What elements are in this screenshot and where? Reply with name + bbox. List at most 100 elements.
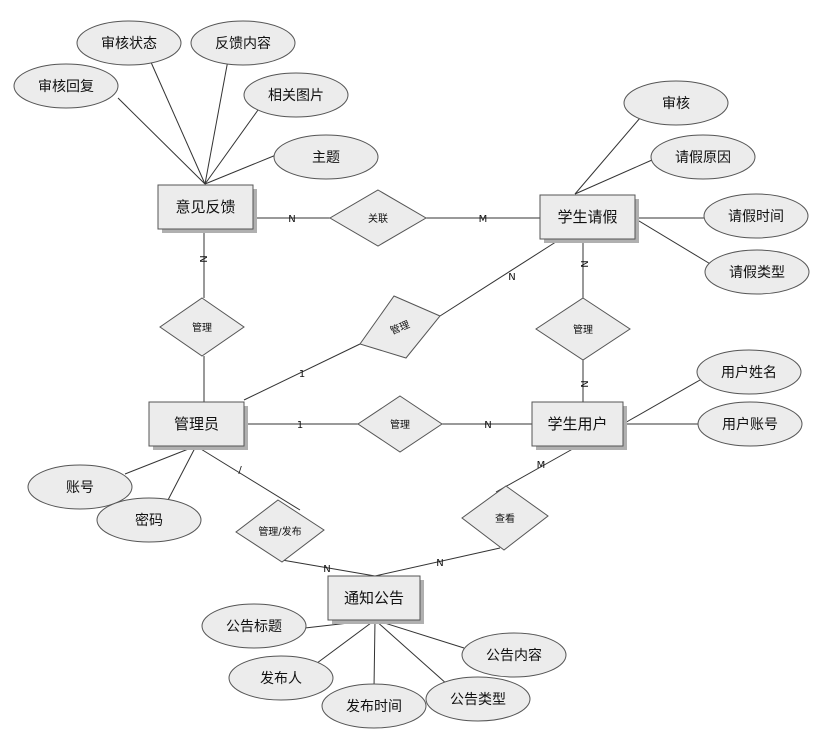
attribute-feedback-reply: 审核回复 <box>13 63 119 109</box>
relationship-label: 管理 <box>192 321 212 334</box>
relationship-student-notice[interactable]: 查看 <box>461 485 549 551</box>
edge-feedback-attr-3 <box>204 59 229 185</box>
attribute-label: 审核 <box>662 96 690 112</box>
attribute-feedback-status: 审核状态 <box>76 20 182 66</box>
cardinality-leave-student-from: N <box>578 260 589 267</box>
edge-leave-attr-2 <box>574 159 653 195</box>
edge-rel-7-a <box>495 445 579 493</box>
edge-rel-7-b <box>374 547 501 577</box>
edge-feedback-attr-4 <box>204 109 259 185</box>
cardinality-student-notice-to: N <box>436 558 443 569</box>
attribute-feedback-image: 相关图片 <box>243 72 349 118</box>
attributes: 审核回复 审核状态 反馈内容 相关图片 主题 审核 请假原因 请假时间 <box>13 20 810 729</box>
edge-notice-attr-4 <box>374 619 449 686</box>
attribute-feedback-topic: 主题 <box>273 134 379 180</box>
cardinality-student-notice-from: M <box>537 460 546 471</box>
attribute-leave-review: 审核 <box>623 80 729 126</box>
attribute-label: 发布人 <box>260 671 302 687</box>
attribute-label: 用户账号 <box>722 416 778 433</box>
relationship-label: 管理/发布 <box>258 525 301 538</box>
entity-feedback[interactable]: 意见反馈 <box>157 184 257 233</box>
attribute-label: 请假原因 <box>675 150 731 166</box>
edge-rel-6-a <box>195 445 301 511</box>
entity-student-label: 学生用户 <box>547 415 607 433</box>
edge-admin-attr-1 <box>124 445 197 475</box>
attribute-label: 公告类型 <box>450 692 506 708</box>
attribute-admin-password: 密码 <box>96 497 202 543</box>
entity-admin[interactable]: 管理员 <box>148 401 248 450</box>
entity-notice[interactable]: 通知公告 <box>327 575 424 624</box>
relationship-admin-notice[interactable]: 管理/发布 <box>235 499 325 563</box>
relationship-feedback-leave[interactable]: 关联 <box>329 189 427 247</box>
attribute-label: 公告标题 <box>226 619 282 635</box>
attribute-leave-type: 请假类型 <box>704 249 810 295</box>
cardinality-feedback-admin-from: N <box>197 255 208 262</box>
cardinality-admin-notice-from: / <box>238 465 242 476</box>
edge-rel-6-b <box>281 559 376 577</box>
cardinality-admin-leave-from: 1 <box>299 369 305 380</box>
edge-feedback-attr-2 <box>149 59 206 185</box>
relationship-feedback-admin[interactable]: 管理 <box>159 297 245 357</box>
attribute-notice-time: 发布时间 <box>321 683 427 729</box>
edge-notice-attr-5 <box>374 619 465 649</box>
entity-student[interactable]: 学生用户 <box>531 401 627 450</box>
attribute-label: 反馈内容 <box>215 35 271 52</box>
entity-notice-label: 通知公告 <box>344 589 404 607</box>
attribute-label: 审核回复 <box>38 78 94 95</box>
edge-leave-attr-4 <box>633 217 713 266</box>
edge-notice-attr-3 <box>373 619 376 689</box>
attribute-feedback-content: 反馈内容 <box>190 20 296 66</box>
attribute-label: 主题 <box>312 150 340 166</box>
attribute-notice-publisher: 发布人 <box>228 655 334 701</box>
cardinality-admin-student-from: 1 <box>297 420 303 431</box>
attribute-student-account: 用户账号 <box>697 401 803 447</box>
entity-leave-box <box>539 194 636 240</box>
cardinalities: N M N 1 N N N 1 N / N M N <box>197 214 589 575</box>
relationship-label: 管理 <box>390 418 410 431</box>
edge-feedback-attr-5 <box>204 154 277 185</box>
attribute-admin-account: 账号 <box>27 464 133 510</box>
edge-student-attr-1 <box>622 379 701 425</box>
attribute-leave-time: 请假时间 <box>703 193 809 239</box>
entity-admin-box <box>148 401 245 447</box>
attribute-label: 请假时间 <box>728 209 784 225</box>
edge-leave-attr-1 <box>574 117 641 195</box>
attribute-label: 发布时间 <box>346 699 402 715</box>
edge-rel-3-a <box>243 343 361 401</box>
relationship-label: 管理 <box>573 323 593 336</box>
attribute-notice-type: 公告类型 <box>425 676 531 722</box>
attribute-label: 密码 <box>135 512 163 529</box>
attribute-label: 用户姓名 <box>721 364 777 381</box>
cardinality-feedback-leave-from: N <box>288 214 295 225</box>
relationship-admin-student[interactable]: 管理 <box>357 395 443 453</box>
cardinality-admin-notice-to: N <box>323 564 330 575</box>
attribute-student-name: 用户姓名 <box>696 349 802 395</box>
attribute-label: 账号 <box>66 480 94 496</box>
edge-rel-3-b <box>439 237 563 317</box>
cardinality-admin-student-to: N <box>484 420 491 431</box>
relationship-label: 关联 <box>368 212 388 225</box>
attribute-leave-reason: 请假原因 <box>650 134 756 180</box>
edge-admin-attr-2 <box>167 445 197 501</box>
entity-student-box <box>531 401 624 447</box>
attribute-label: 公告内容 <box>486 647 542 664</box>
relationship-label: 查看 <box>495 512 515 525</box>
attribute-notice-content: 公告内容 <box>461 632 567 678</box>
entity-feedback-box <box>157 184 254 230</box>
entity-leave[interactable]: 学生请假 <box>539 194 639 243</box>
cardinality-leave-student-to: N <box>578 380 589 387</box>
entity-admin-label: 管理员 <box>174 415 219 433</box>
attribute-notice-title: 公告标题 <box>201 603 307 649</box>
edge-feedback-attr-1 <box>117 97 206 185</box>
attribute-label: 审核状态 <box>101 36 157 52</box>
entity-feedback-label: 意见反馈 <box>175 198 235 216</box>
entity-leave-label: 学生请假 <box>557 208 617 226</box>
cardinality-admin-leave-to: N <box>508 272 515 283</box>
entity-notice-box <box>327 575 421 621</box>
relationship-admin-leave[interactable]: 管理 <box>359 295 441 359</box>
attribute-label: 相关图片 <box>268 88 324 104</box>
attribute-label: 请假类型 <box>729 265 785 281</box>
cardinality-feedback-leave-to: M <box>479 214 488 225</box>
relationship-leave-student[interactable]: 管理 <box>535 297 631 361</box>
